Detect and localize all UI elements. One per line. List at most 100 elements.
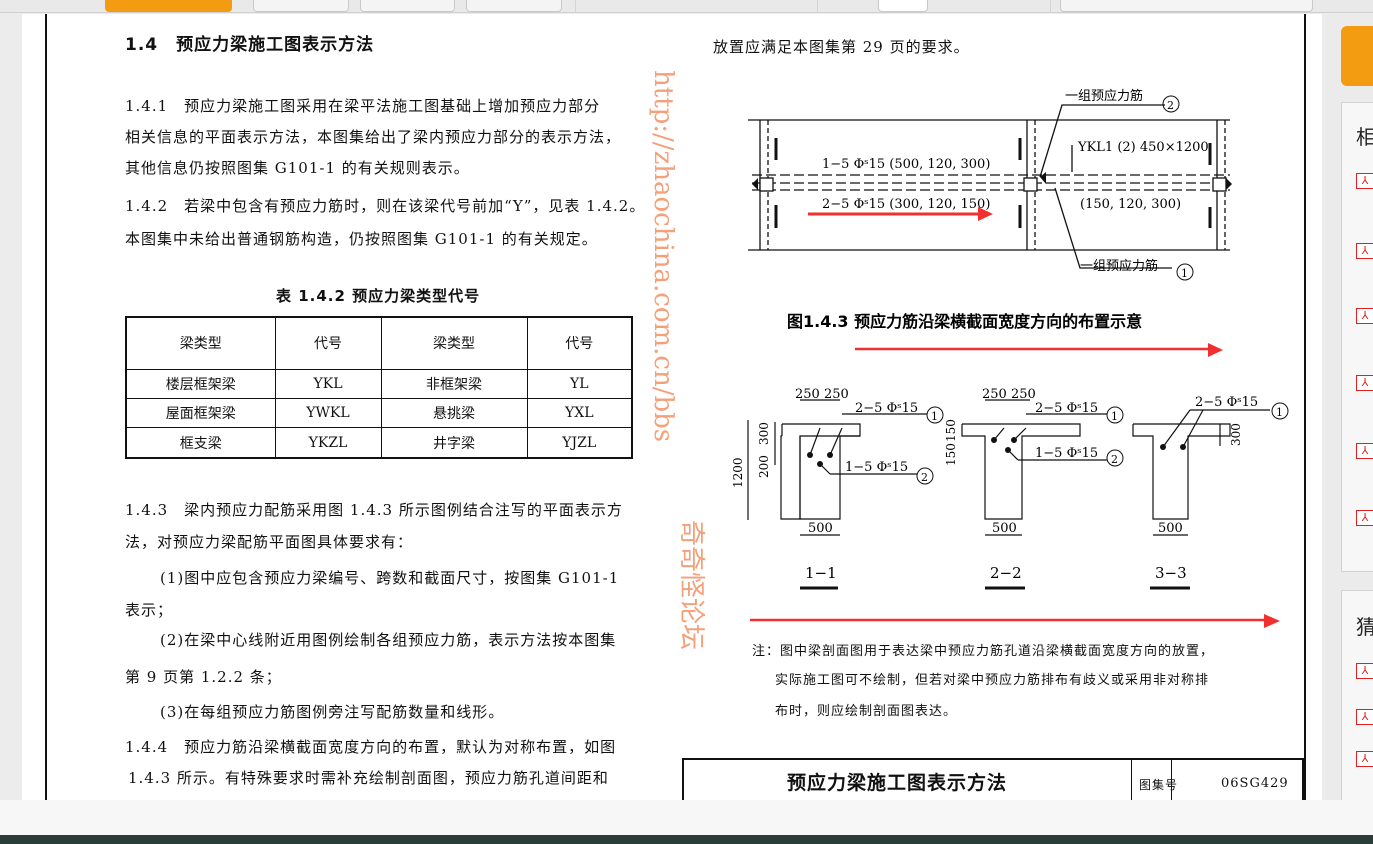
table-cell: YKZL: [274, 427, 382, 459]
paragraph-line: (3)在每组预应力筋图例旁注写配筋数量和线形。: [160, 703, 505, 721]
drawing-line: [1212, 177, 1227, 192]
section-dim: 250 250: [795, 387, 849, 402]
arrow-head-icon: [1264, 614, 1280, 628]
toolbar-primary-button[interactable]: [105, 0, 232, 12]
section-dim: 1200: [731, 457, 745, 488]
table-header: 梁类型: [125, 316, 276, 370]
table-cell: 悬挑梁: [380, 397, 528, 429]
pdf-icon[interactable]: ⅄: [1356, 173, 1373, 189]
atlas-label: 图集号: [1139, 778, 1179, 792]
paragraph-line: 1.4.3 梁内预应力配筋采用图 1.4.3 所示图例结合注写的平面表示方: [125, 501, 623, 519]
pdf-icon[interactable]: ⅄: [1356, 443, 1373, 459]
pdf-icon[interactable]: ⅄: [1356, 243, 1373, 259]
toolbar-divider: [575, 0, 576, 13]
pdf-icon[interactable]: ⅄: [1356, 751, 1373, 767]
paragraph-line: 1.4.3 所示。有特殊要求时需补充绘制剖面图，预应力筋孔道间距和: [128, 769, 609, 787]
toolbar-button[interactable]: [253, 0, 349, 12]
drawing-line: [774, 138, 1212, 228]
section-drawings: [747, 399, 1270, 536]
tendon-label-1: 1−5 Φˢ15 (500, 120, 300): [822, 157, 990, 172]
drawing-line: [916, 467, 934, 485]
drawing-line: [1011, 437, 1017, 443]
marker-number: 1: [1276, 406, 1283, 419]
drawing-line: [827, 452, 833, 458]
anchor-icon: [1040, 172, 1046, 184]
table-header: 梁类型: [380, 316, 528, 370]
drawing-line: [961, 423, 1081, 520]
beam-plan-diagram: [748, 104, 1230, 269]
drawing-line: [1271, 402, 1289, 420]
table-cell: YKL: [274, 368, 382, 399]
section-dim: 300: [1229, 423, 1243, 446]
panel-heading: 猜: [1356, 615, 1373, 639]
paragraph-line: 1.4.4 预应力筋沿梁横截面宽度方向的布置，默认为对称布置，如图: [125, 738, 617, 756]
anchor-icon: [752, 178, 758, 190]
section-tendon-label: 1−5 Φˢ15: [1035, 446, 1098, 461]
marker-number: 2: [1167, 99, 1174, 112]
pdf-icon[interactable]: ⅄: [1356, 375, 1373, 391]
drawing-line: [1106, 406, 1124, 424]
atlas-number: 06SG429: [1221, 776, 1289, 791]
title-block: 预应力梁施工图表示方法 图集号 06SG429: [682, 758, 1304, 800]
toolbar-divider: [817, 0, 818, 13]
section-name: 1−1: [805, 564, 837, 582]
figure-caption: 图1.4.3 预应力筋沿梁横截面宽度方向的布置示意: [787, 312, 1142, 331]
title-block-title: 预应力梁施工图表示方法: [787, 772, 1008, 794]
pdf-icon[interactable]: ⅄: [1356, 709, 1373, 725]
table-header-row: 梁类型 代号 梁类型 代号: [125, 316, 633, 370]
paragraph-line: 1.4.2 若梁中包含有预应力筋时，则在该梁代号前加“Y”，见表 1.4.2。: [125, 197, 646, 215]
section-dim: 150: [944, 419, 958, 442]
note-line: 注：图中梁剖面图用于表达梁中预应力筋孔道沿梁横截面宽度方向的放置，: [752, 644, 1215, 659]
section-dim: 300: [757, 422, 771, 445]
marker-number: 1: [931, 410, 938, 423]
table-cell: YJZL: [526, 427, 633, 459]
section-dim: 200: [757, 455, 771, 478]
section-dim: 150: [944, 443, 958, 466]
table-header: 代号: [274, 316, 382, 370]
arrow-head-icon: [978, 207, 993, 221]
tendon-label-right: (150, 120, 300): [1080, 197, 1181, 212]
toolbar-button[interactable]: [360, 0, 455, 12]
table-cell: YWKL: [274, 397, 382, 429]
toolbar: [0, 0, 1373, 13]
table-cell: YL: [526, 368, 633, 399]
section-dim: 500: [1158, 521, 1183, 536]
marker-number: 2: [921, 471, 928, 484]
search-input[interactable]: [1060, 0, 1313, 12]
drawing-line: [807, 452, 813, 458]
table-cell: YXL: [526, 397, 633, 429]
marker-number: 2: [1111, 453, 1118, 466]
related-docs-panel: 相 ⅄ ⅄ ⅄ ⅄ ⅄ ⅄: [1341, 102, 1373, 572]
section-name: 3−3: [1155, 564, 1187, 582]
pdf-icon[interactable]: ⅄: [1356, 663, 1373, 679]
pdf-icon[interactable]: ⅄: [1356, 510, 1373, 526]
section-dim: 500: [808, 521, 833, 536]
marker-number: 1: [1181, 267, 1188, 280]
drawing-line: [1005, 447, 1011, 453]
paragraph-line: 本图集中未给出普通钢筋构造，仍按照图集 G101-1 的有关规定。: [125, 230, 598, 248]
guess-panel: 猜 ⅄ ⅄ ⅄: [1341, 590, 1373, 805]
paragraph-line: (2)在梁中心线附近用图例绘制各组预应力筋，表示方法按本图集: [160, 631, 617, 649]
drawing-line: [781, 424, 860, 520]
anchor-icon: [1226, 178, 1232, 190]
section-name: 2−2: [990, 564, 1022, 582]
drawing-line: [807, 437, 1186, 467]
label-tendon-group-2: 一组预应力筋: [1065, 88, 1143, 104]
table-cell: 井字梁: [380, 427, 528, 459]
taskbar: [0, 835, 1373, 844]
drawing-line: [1160, 444, 1166, 450]
drawing-line: [1162, 409, 1191, 448]
note-line: 布时，则应绘制剖面图表达。: [775, 704, 958, 719]
toolbar-button[interactable]: [466, 0, 562, 12]
sidebar-action-button[interactable]: [1341, 26, 1373, 86]
drawing-line: [809, 427, 821, 456]
pdf-icon[interactable]: ⅄: [1356, 308, 1373, 324]
paragraph-line: 放置应满足本图集第 29 页的要求。: [713, 38, 970, 56]
drawing-line: [1054, 187, 1172, 269]
page-input[interactable]: [878, 0, 928, 12]
table-header: 代号: [526, 316, 633, 370]
drawing-line: [1132, 423, 1231, 520]
page-frame: [45, 14, 1306, 804]
